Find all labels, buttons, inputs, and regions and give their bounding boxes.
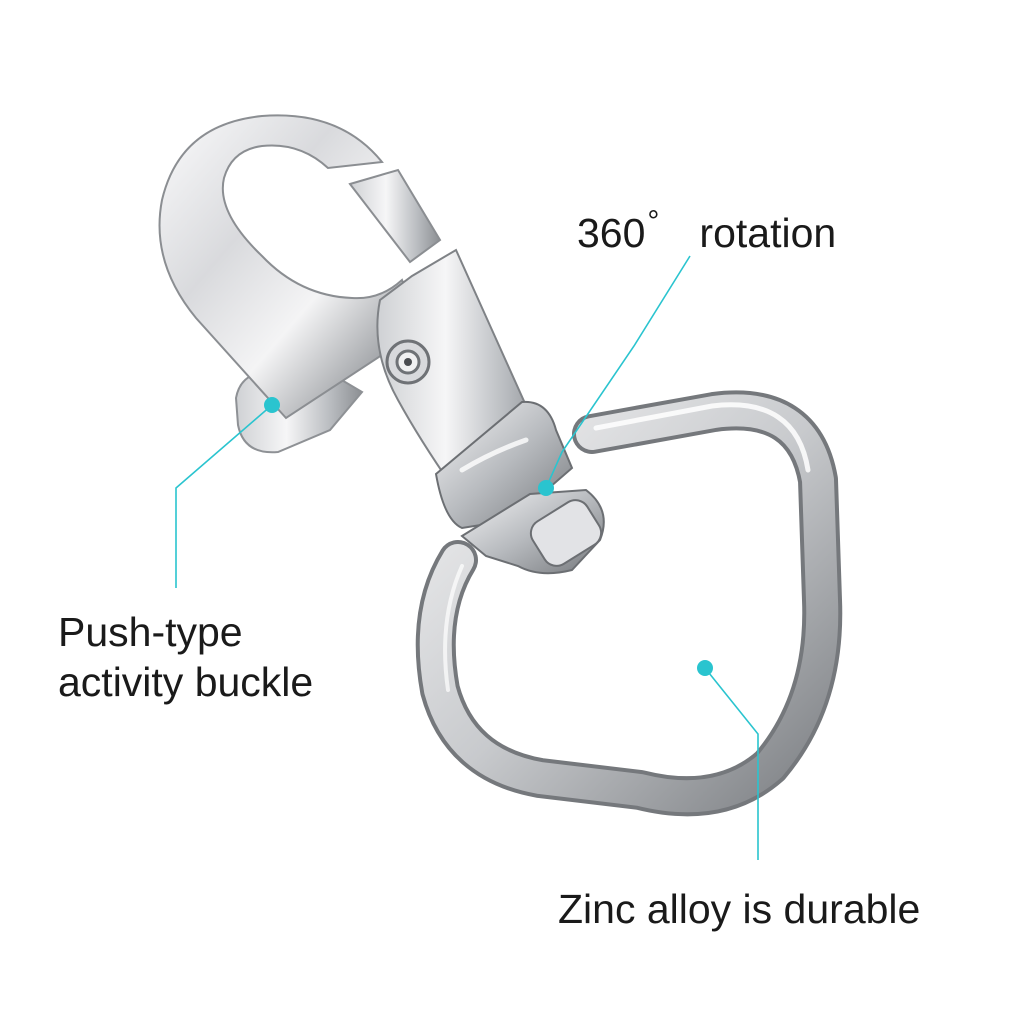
rotation-leader-line: [545, 255, 691, 489]
rotation-word: rotation: [699, 210, 837, 256]
push-type-line-2: activity buckle: [58, 659, 314, 705]
zinc-alloy-label: Zinc alloy is durable: [558, 886, 921, 932]
hook-gate: [348, 168, 442, 264]
push-leader-line: [175, 404, 273, 588]
push-type-label: Push-type activity buckle: [58, 607, 313, 707]
rotation-callout-dot: [538, 480, 554, 496]
callout-lines: [175, 255, 759, 860]
rotation-number: 360: [577, 210, 646, 256]
zinc-leader-line: [704, 667, 759, 860]
rotation-label: 360° rotation: [577, 197, 836, 258]
push-type-line-1: Push-type: [58, 609, 243, 655]
zinc-callout-dot: [697, 660, 713, 676]
degree-symbol: °: [647, 205, 660, 238]
push-callout-dot: [264, 397, 280, 413]
hook-loop: [158, 114, 422, 420]
